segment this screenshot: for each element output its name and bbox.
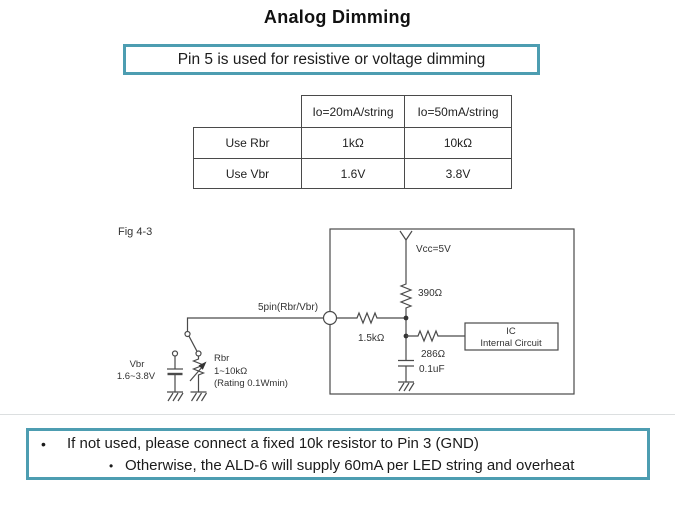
ground-symbol [190, 391, 208, 402]
switch-throw-rbr [195, 350, 202, 357]
note-line-1: • If not used, please connect a fixed 10… [29, 433, 647, 455]
bullet-icon: • [41, 436, 46, 452]
series-resistor-label: 1.5kΩ [358, 333, 385, 344]
ground-symbol [398, 381, 415, 392]
pin-wire [186, 317, 324, 332]
rbr-resistor-symbol [191, 356, 206, 392]
switch-common-contact [184, 330, 191, 338]
rbr-range-label: 1~10kΩ [214, 366, 247, 377]
rbr-arrow-head [198, 361, 207, 370]
ic-internal-box [464, 322, 559, 351]
table-header-row: Io=20mA/string Io=50mA/string [194, 95, 512, 128]
ground-symbol [167, 391, 184, 402]
table-cell: 1kΩ [301, 127, 405, 159]
rbr-arrow-line [189, 365, 204, 382]
pin5-terminal [322, 310, 338, 326]
node-dot [403, 315, 409, 321]
bullet-icon: • [109, 459, 114, 473]
subtitle-callout: Pin 5 is used for resistive or voltage d… [123, 44, 540, 75]
internal-resistor-label: 286Ω [421, 349, 446, 360]
circuit-diagram: Vcc=5V 390Ω 1.5kΩ 286Ω IC Internal Circu… [117, 228, 575, 402]
vbr-range-label: 1.6~3.8V [117, 371, 156, 382]
internal-resistor-symbol [406, 329, 465, 343]
ic-boundary-box [329, 228, 575, 395]
vcc-label: Vcc=5V [416, 244, 451, 255]
note-text-1: If not used, please connect a fixed 10k … [67, 435, 479, 452]
table-row: Use Rbr 1kΩ 10kΩ [193, 127, 512, 159]
pullup-resistor-symbol [399, 240, 413, 318]
capacitor-symbol [398, 359, 414, 367]
table-row-label: Use Rbr [193, 127, 302, 159]
figure-caption: Fig 4-3 [118, 226, 153, 238]
rbr-label: Rbr [214, 353, 229, 364]
note-line-2: • Otherwise, the ALD-6 will supply 60mA … [29, 455, 647, 477]
table-row-label: Use Vbr [193, 158, 302, 189]
dimming-table: Io=20mA/string Io=50mA/string Use Rbr 1k… [193, 95, 512, 189]
ic-label-1: IC [506, 326, 516, 337]
vcc-symbol [399, 230, 413, 242]
series-resistor-symbol [337, 311, 406, 325]
switch-blade [188, 335, 198, 352]
pin5-label: 5pin(Rbr/Vbr) [258, 302, 318, 313]
ic-label-2: Internal Circuit [480, 338, 542, 349]
page-title: Analog Dimming [263, 7, 412, 27]
note-text-2: Otherwise, the ALD-6 will supply 60mA pe… [125, 457, 575, 474]
horizontal-divider [0, 414, 675, 415]
table-row: Use Vbr 1.6V 3.8V [193, 158, 512, 189]
subtitle-text: Pin 5 is used for resistive or voltage d… [177, 50, 486, 68]
pullup-resistor-label: 390Ω [418, 288, 443, 299]
capacitor-label: 0.1uF [419, 364, 445, 375]
vbr-label: Vbr [130, 359, 145, 370]
table-cell: 1.6V [301, 158, 405, 189]
table-cell: 10kΩ [404, 127, 512, 159]
table-col-header: Io=20mA/string [301, 95, 405, 128]
rbr-rating-label: (Rating 0.1Wmin) [214, 378, 288, 389]
table-blank-cell [194, 96, 302, 128]
switch-throw-vbr [171, 350, 179, 357]
table-cell: 3.8V [404, 158, 512, 189]
table-col-header: Io=50mA/string [404, 95, 512, 128]
notes-callout: • If not used, please connect a fixed 10… [26, 428, 650, 480]
